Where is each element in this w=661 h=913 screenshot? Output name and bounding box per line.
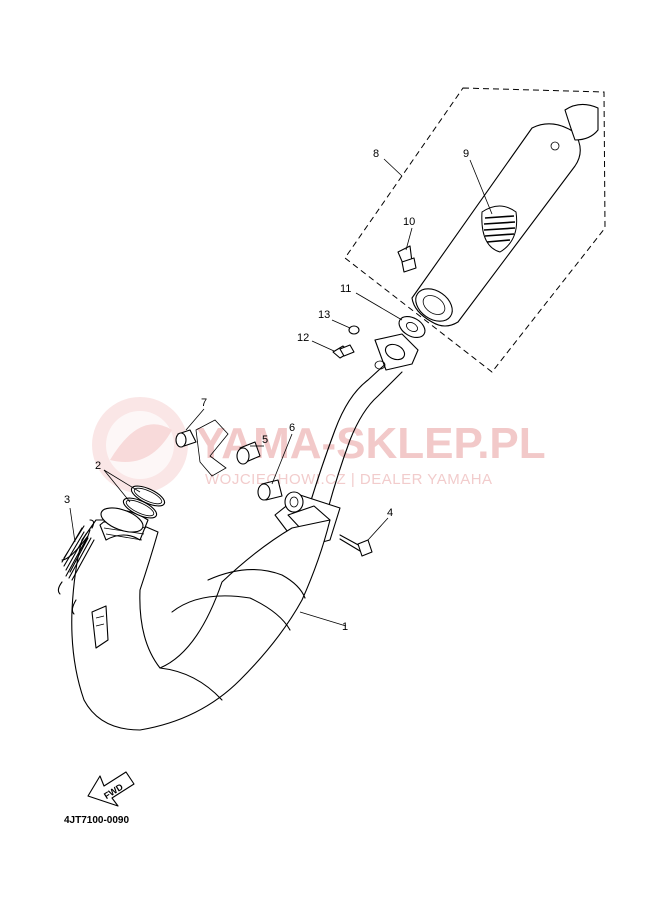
part-label-4: 4 <box>387 507 393 519</box>
bolt-4 <box>339 534 373 557</box>
fwd-arrow-icon: FWD <box>87 771 135 807</box>
exhaust-pipe <box>71 333 419 731</box>
spring <box>57 519 95 595</box>
silencer-assembly-boundary <box>344 87 606 373</box>
silencer <box>411 103 599 327</box>
watermark-sub-text: WOJCIECHOWI.CZ | DEALER YAMAHA <box>205 471 493 488</box>
part-label-9: 9 <box>463 148 469 160</box>
leader-lines <box>69 158 493 627</box>
diagram-code: 4JT7100-0090 <box>64 815 129 826</box>
watermark-logo-icon <box>92 397 188 493</box>
part-label-11: 11 <box>340 283 351 295</box>
part-label-2: 2 <box>95 460 101 472</box>
bolt-12 <box>332 344 355 359</box>
part-label-13: 13 <box>318 309 330 321</box>
silencer-bolt <box>397 245 417 273</box>
part-label-3: 3 <box>64 494 70 506</box>
watermark: YAMA-SKLEP.PL WOJCIECHOWI.CZ | DEALER YA… <box>92 397 546 493</box>
o-rings <box>122 485 166 519</box>
bracket-grommet <box>284 491 304 513</box>
part-label-7: 7 <box>201 397 207 409</box>
part-label-10: 10 <box>403 216 415 228</box>
frame-bracket <box>195 419 229 477</box>
gasket <box>398 315 426 339</box>
part-label-1: 1 <box>342 621 348 633</box>
collar-5 <box>236 441 261 465</box>
part-label-8: 8 <box>373 148 379 160</box>
damper-7 <box>175 429 197 448</box>
silencer-label-plate <box>481 205 518 253</box>
nut <box>348 325 360 335</box>
part-label-5: 5 <box>262 434 268 446</box>
part-label-6: 6 <box>289 422 295 434</box>
part-label-12: 12 <box>297 332 309 344</box>
